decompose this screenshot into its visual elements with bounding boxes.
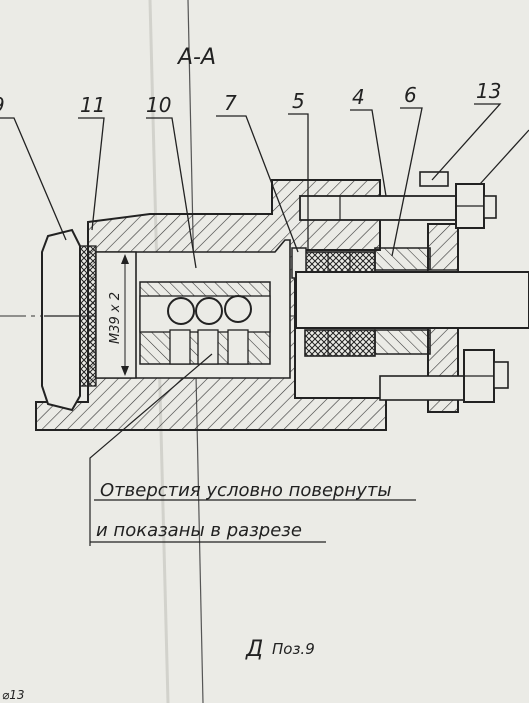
note-leader [89,353,213,546]
section-title: А-А [176,45,216,70]
washer [419,171,449,187]
callout-leaders [0,103,529,269]
note-line-1: Отверстия условно повернуты [100,480,392,501]
callout-5: 5 [292,89,305,113]
thread-label: М39 х 2 [108,292,123,344]
callout-11: 11 [80,93,105,117]
ball-3 [224,295,252,323]
callout-7: 7 [224,91,237,115]
callout-13: 13 [476,79,501,103]
corner-label: ⌀13 [2,688,25,702]
gland-6 [374,247,431,271]
lower-bolt [379,375,471,401]
view-ref: Поз.9 [272,640,315,658]
callout-9: 9 [0,93,5,117]
shaft [295,271,529,329]
thread-insert [95,251,137,379]
nut-9 [41,228,81,412]
callout-4: 4 [352,85,365,109]
ball-1 [167,297,195,325]
callout-6: 6 [404,83,417,107]
ball-2 [195,297,223,325]
seal-packing-lower [304,329,376,357]
stud-bolt-4 [299,195,461,221]
view-label: Д [245,637,263,662]
callout-10: 10 [146,93,171,117]
note-line-2: и показаны в разрезе [96,520,302,541]
